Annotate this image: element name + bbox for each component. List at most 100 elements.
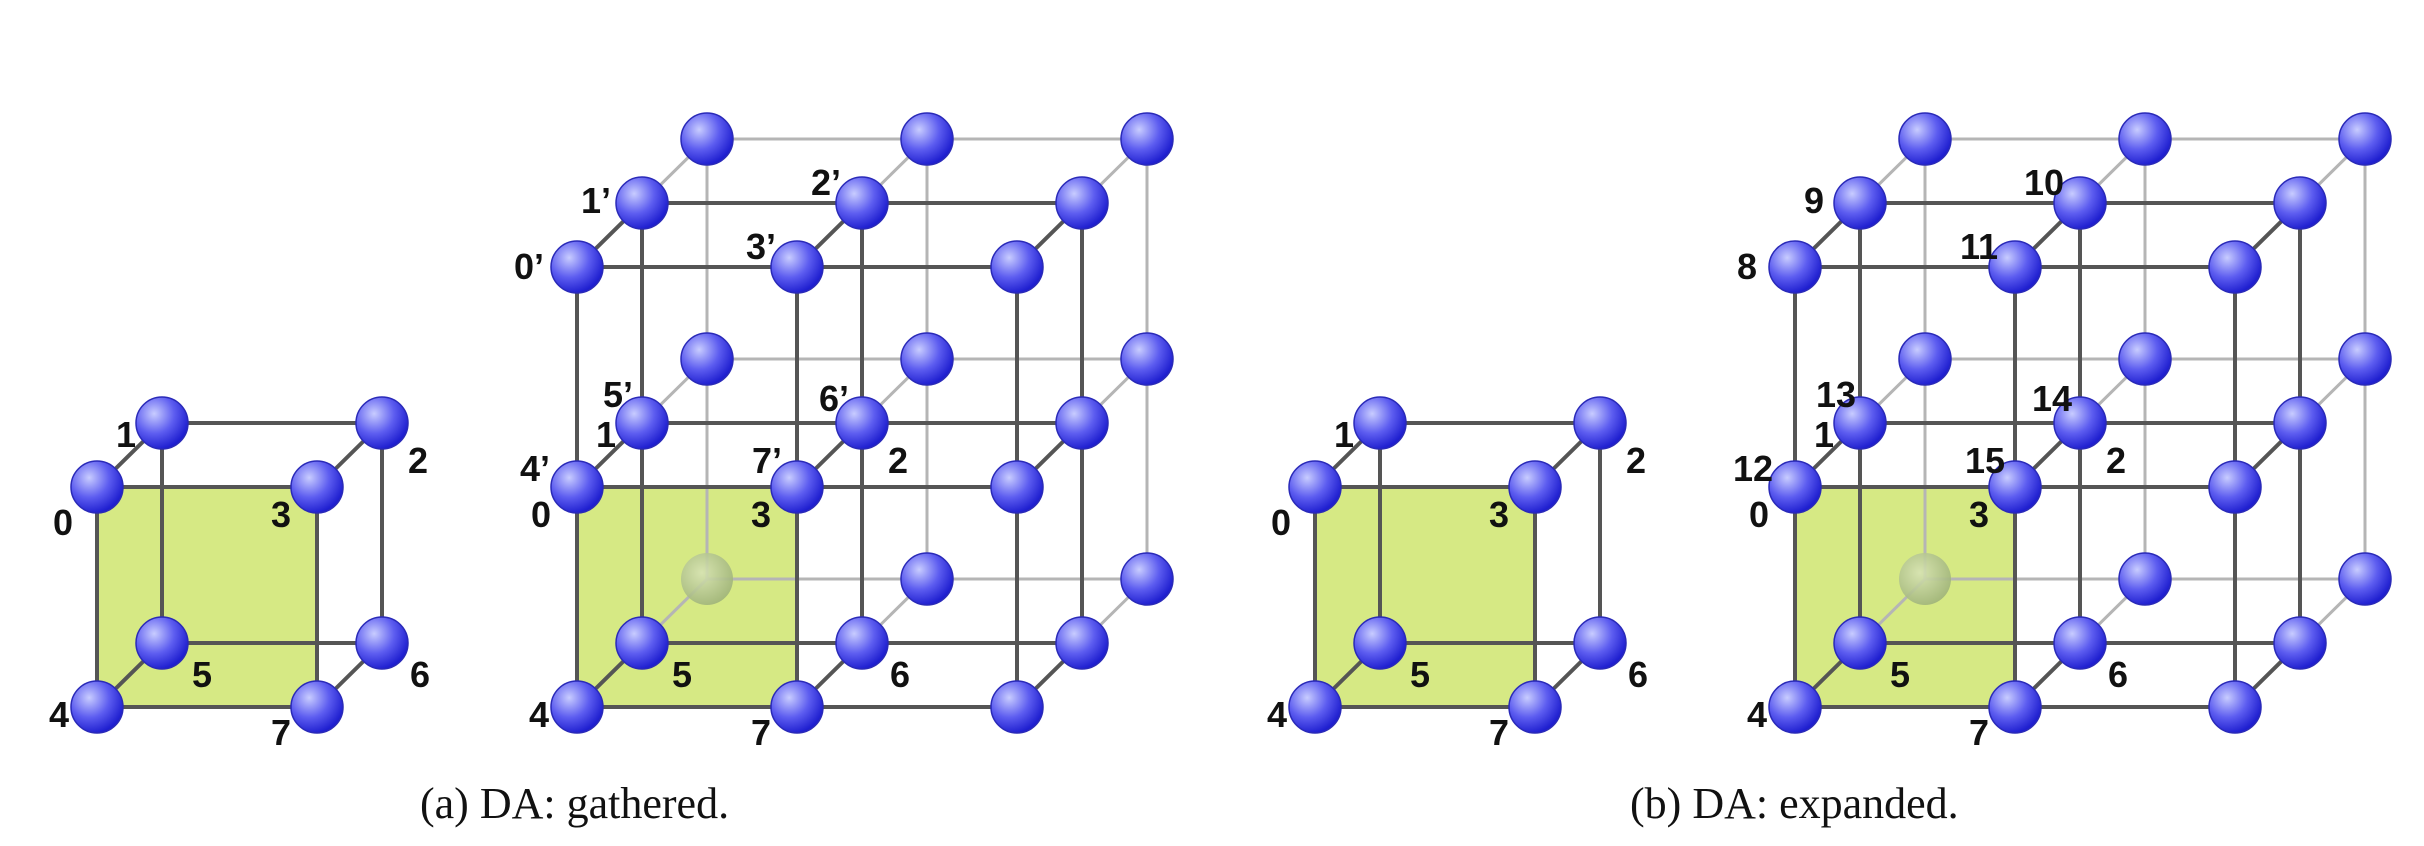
node-label: 12 — [1733, 448, 1773, 489]
node-label: 4 — [49, 694, 69, 735]
node — [290, 460, 344, 514]
node — [900, 332, 954, 386]
node — [1120, 112, 1174, 166]
node-label: 2 — [408, 440, 428, 481]
node-label: 0 — [531, 494, 551, 535]
node-label: 0 — [1271, 502, 1291, 543]
node-label: 5 — [192, 654, 212, 695]
node — [1055, 396, 1109, 450]
node — [355, 616, 409, 670]
node — [2273, 176, 2327, 230]
node — [70, 460, 124, 514]
node — [70, 680, 124, 734]
node-label: 13 — [1816, 374, 1856, 415]
ghost-node — [681, 553, 733, 605]
node-label: 5 — [672, 654, 692, 695]
node-label: 9 — [1804, 180, 1824, 221]
node — [1055, 176, 1109, 230]
node-label: 1 — [1334, 414, 1354, 455]
node — [770, 240, 824, 294]
node-label: 1 — [116, 414, 136, 455]
node — [2053, 396, 2107, 450]
node-label: 6 — [1628, 654, 1648, 695]
node — [990, 460, 1044, 514]
node — [1898, 112, 1952, 166]
node — [1353, 396, 1407, 450]
node — [550, 240, 604, 294]
node — [2273, 396, 2327, 450]
node-label: 14 — [2032, 378, 2072, 419]
node — [1988, 240, 2042, 294]
node — [1055, 616, 1109, 670]
node — [2118, 332, 2172, 386]
node-label: 3’ — [746, 226, 776, 267]
node — [2053, 616, 2107, 670]
node — [900, 112, 954, 166]
node — [615, 616, 669, 670]
node-label: 8 — [1737, 246, 1757, 287]
caption-a-text: DA: gathered. — [479, 779, 730, 828]
node — [835, 396, 889, 450]
node — [550, 680, 604, 734]
node-label: 11 — [1960, 226, 1998, 267]
node — [135, 616, 189, 670]
node — [900, 552, 954, 606]
node-label: 4 — [529, 694, 549, 735]
node-label: 3 — [1969, 494, 1989, 535]
node-label: 1 — [1814, 414, 1834, 455]
node-label: 4 — [1267, 694, 1287, 735]
node — [1120, 332, 1174, 386]
node-label: 3 — [751, 494, 771, 535]
node-label: 0 — [53, 502, 73, 543]
node — [550, 460, 604, 514]
node-label: 4 — [1747, 694, 1767, 735]
node — [1288, 460, 1342, 514]
node-label: 15 — [1965, 440, 2005, 481]
node-label: 5 — [1410, 654, 1430, 695]
node-label: 1 — [596, 414, 616, 455]
node-label: 5’ — [603, 374, 633, 415]
node-label: 6 — [2108, 654, 2128, 695]
node — [2338, 112, 2392, 166]
caption-b: (b) DA: expanded. — [1630, 778, 1959, 829]
node-label: 7 — [271, 712, 291, 753]
node — [2338, 552, 2392, 606]
node — [2208, 680, 2262, 734]
node — [1508, 460, 1562, 514]
node — [1768, 460, 1822, 514]
caption-b-tag: (b) — [1630, 779, 1682, 828]
node — [1768, 240, 1822, 294]
node — [2338, 332, 2392, 386]
caption-a: (a) DA: gathered. — [420, 778, 729, 829]
node — [1833, 176, 1887, 230]
node-label: 2’ — [811, 162, 841, 203]
node — [2053, 176, 2107, 230]
node — [1768, 680, 1822, 734]
node-label: 4’ — [520, 448, 550, 489]
node — [835, 176, 889, 230]
node — [615, 176, 669, 230]
node-label: 2 — [1626, 440, 1646, 481]
node-label: 5 — [1890, 654, 1910, 695]
node — [1833, 616, 1887, 670]
node — [290, 680, 344, 734]
node — [680, 332, 734, 386]
node-label: 2 — [888, 440, 908, 481]
node — [2118, 552, 2172, 606]
caption-b-text: DA: expanded. — [1692, 779, 1959, 828]
node — [615, 396, 669, 450]
caption-a-tag: (a) — [420, 779, 469, 828]
node-label: 0’ — [514, 246, 544, 287]
node — [2208, 460, 2262, 514]
node-label: 6 — [410, 654, 430, 695]
node — [1120, 552, 1174, 606]
node — [1988, 460, 2042, 514]
node — [1288, 680, 1342, 734]
node — [135, 396, 189, 450]
node — [835, 616, 889, 670]
node — [990, 680, 1044, 734]
node — [1573, 396, 1627, 450]
